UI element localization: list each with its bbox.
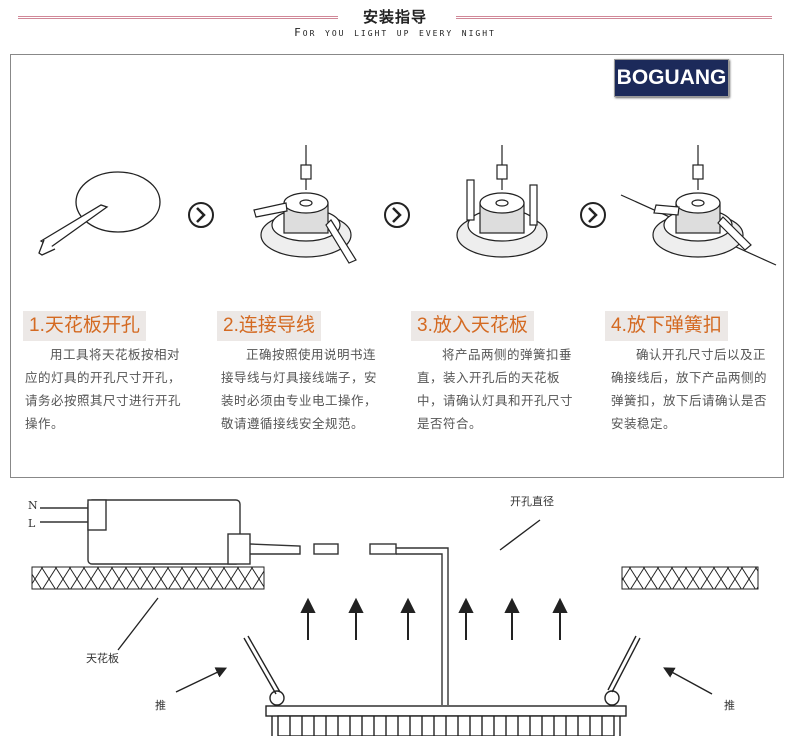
label-ceiling: 天花板 — [86, 652, 119, 665]
ceiling-left — [31, 566, 265, 590]
ceiling-right — [621, 566, 759, 590]
arrow-right-circle-icon — [384, 202, 410, 228]
push-arrow-right — [663, 667, 713, 695]
label-push-right: 推 — [724, 699, 735, 712]
upward-arrows — [300, 597, 568, 640]
step4-illustration — [620, 145, 777, 266]
header-divider-left — [18, 16, 338, 19]
arrow-right-circle-icon — [188, 202, 214, 228]
label-n: N — [28, 499, 38, 512]
lamp-panel — [243, 635, 641, 736]
label-push-left: 推 — [155, 699, 166, 712]
page-header: 安装指导 For you light up every night — [0, 0, 790, 50]
step2-description: 正确按照使用说明书连接导线与灯具接线端子，安装时必须由专业电工操作，敬请遵循接线… — [221, 347, 378, 431]
push-arrow-left — [175, 667, 228, 693]
label-hole-diameter: 开孔直径 — [510, 495, 554, 508]
step1-description: 用工具将天花板按相对应的灯具的开孔尺寸开孔，请务必按照其尺寸进行开孔操作。 — [25, 347, 182, 431]
arrow-right-circle-icon — [580, 202, 606, 228]
install-steps-panel: BOGUANG — [10, 54, 784, 478]
hole-pointer — [499, 519, 541, 551]
page-title: 安装指导 — [362, 8, 427, 26]
header-divider-right — [456, 16, 772, 19]
step4-title: 4.放下弹簧扣 — [605, 311, 728, 341]
label-l: L — [28, 517, 36, 530]
step1-title: 1.天花板开孔 — [23, 311, 146, 341]
page-subtitle: For you light up every night — [294, 26, 496, 39]
step3-title: 3.放入天花板 — [411, 311, 534, 341]
step1-illustration — [38, 171, 161, 256]
steps-illustrations — [38, 145, 777, 266]
step2-title: 2.连接导线 — [217, 311, 321, 341]
driver-box — [40, 499, 449, 705]
install-diagram — [31, 499, 759, 736]
brand-logo: BOGUANG — [614, 59, 729, 97]
step3-description: 将产品两侧的弹簧扣垂直，装入开孔后的天花板中，请确认灯具和开孔尺寸是否符合。 — [417, 347, 574, 431]
step2-illustration — [253, 145, 357, 264]
step4-description: 确认开孔尺寸后以及正确接线后，放下产品两侧的弹簧扣，放下后请确认是否安装稳定。 — [611, 347, 768, 431]
ceiling-pointer — [117, 597, 159, 651]
step3-illustration — [456, 145, 548, 258]
